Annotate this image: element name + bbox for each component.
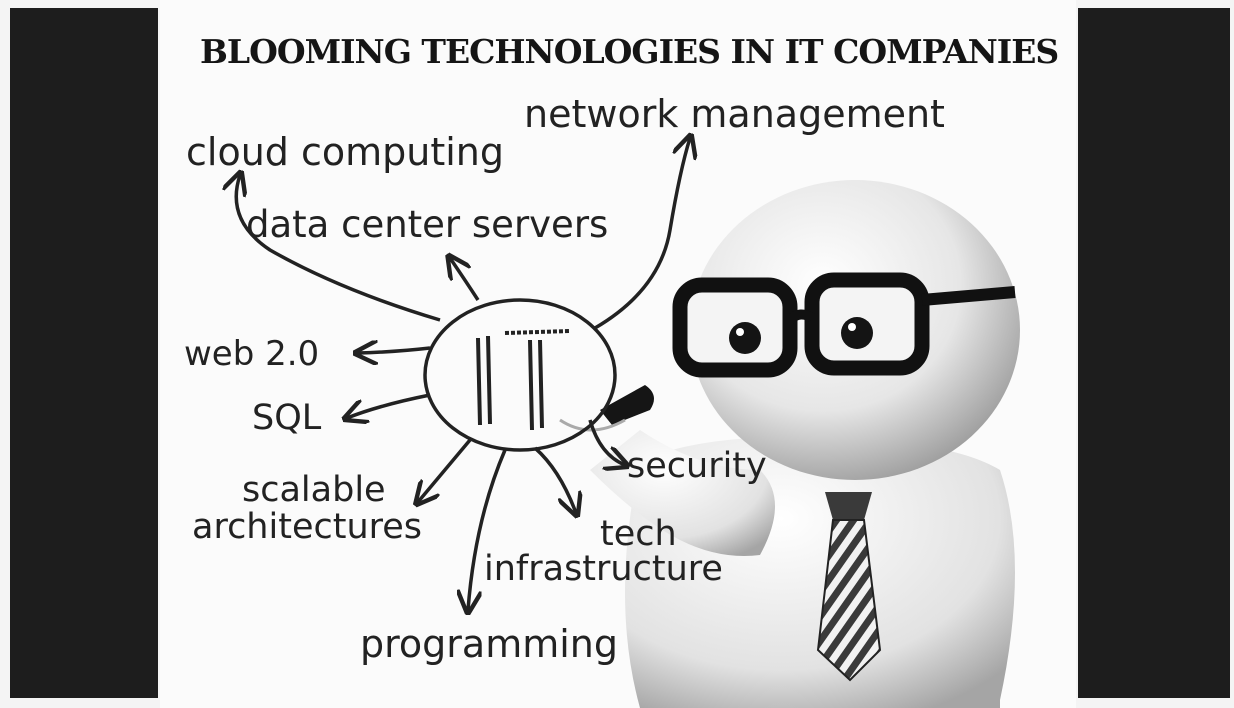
label-architectures: architectures: [192, 507, 423, 547]
necktie: [816, 492, 882, 682]
glasses: [672, 272, 1016, 378]
arrow-cloud-computing: [236, 175, 441, 322]
right-frame-bar: [1078, 8, 1230, 698]
label-programming: programming: [360, 622, 618, 666]
arrow-scalable-architectures: [418, 438, 472, 502]
arrow-network-management: [594, 138, 690, 330]
label-cloud-computing: cloud computing: [186, 130, 505, 174]
label-security: security: [627, 446, 767, 486]
label-data-center-servers: data center servers: [246, 203, 609, 246]
mind-map-arrows: [236, 138, 690, 610]
label-sql: SQL: [252, 398, 322, 438]
label-web: web 2.0: [184, 334, 320, 374]
arrow-security: [588, 419, 625, 465]
left-frame-bar: [10, 8, 158, 698]
cartoon-character: [559, 180, 1020, 708]
arrow-tech-infrastructure: [533, 446, 576, 513]
slide: BLOOMING TECHNOLOGIES IN IT COMPANIES: [160, 0, 1076, 708]
label-tech: tech: [600, 514, 677, 554]
page-title: BLOOMING TECHNOLOGIES IN IT COMPANIES: [200, 32, 1059, 71]
label-network-management: network management: [524, 92, 945, 136]
mind-map-drawing: [160, 0, 1020, 708]
it-circle: [423, 298, 617, 452]
arrow-data-center-servers: [450, 258, 480, 301]
label-scalable: scalable: [242, 470, 386, 510]
arrow-programming: [468, 449, 507, 610]
arrow-web: [358, 348, 431, 353]
arrow-sql: [347, 393, 431, 418]
label-infrastructure: infrastructure: [484, 549, 723, 589]
